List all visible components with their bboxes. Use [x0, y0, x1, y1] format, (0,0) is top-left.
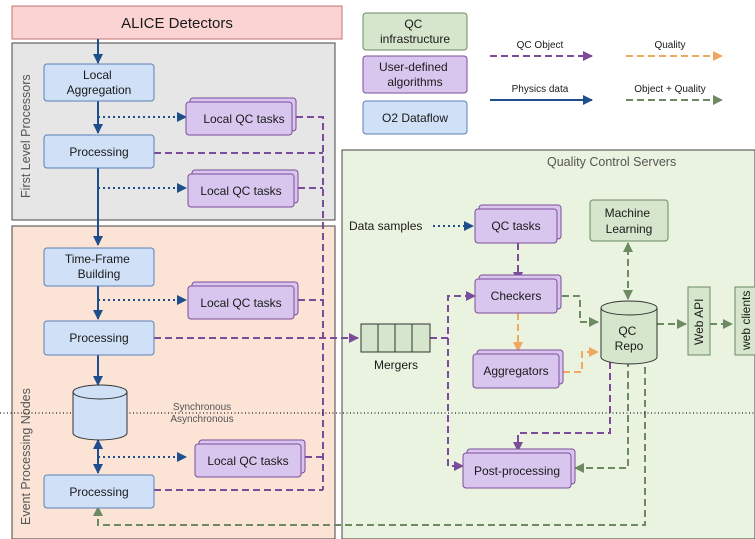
machine-learning-line2: Learning — [606, 222, 653, 236]
mergers-block — [360, 323, 431, 353]
alice-detectors-box — [11, 5, 343, 40]
processing-label-2: Processing — [69, 331, 128, 345]
web-clients-label: web clients — [739, 291, 753, 351]
checkers-stack: Checkers — [474, 274, 562, 314]
mergers-label: Mergers — [374, 358, 418, 372]
legend-o2-dataflow-label: O2 Dataflow — [382, 111, 448, 125]
svg-text:Local Aggregation: Local Aggregation — [67, 68, 132, 97]
legend-object-quality-label: Object + Quality — [634, 84, 705, 95]
legend-user-algorithms-line2: algorithms — [387, 75, 442, 89]
epn-label: Event Processing Nodes — [19, 388, 33, 525]
local-aggregation-line1: Local — [83, 68, 112, 82]
aggregators-label: Aggregators — [483, 364, 548, 378]
legend-quality-label: Quality — [654, 40, 685, 51]
legend-physics-data-label: Physics data — [512, 84, 569, 95]
qc-repo-line2: Repo — [615, 339, 644, 353]
asynchronous-label: Asynchronous — [170, 414, 233, 425]
flow-mergers-to-checkers — [430, 291, 476, 339]
local-qc-tasks-3: Local QC tasks — [187, 281, 299, 320]
local-qc-tasks-1: Local QC tasks — [185, 97, 297, 136]
legend-qc-infrastructure-line2: infrastructure — [380, 32, 450, 46]
post-processing-label: Post-processing — [474, 464, 560, 478]
flow-mergers-to-postprocessing — [447, 338, 464, 471]
local-aggregation-box — [43, 63, 155, 102]
processing-box-1 — [43, 134, 155, 169]
qc-tasks-label: QC tasks — [491, 219, 540, 233]
svg-text:User-defined algorithms: User-defined algorithms — [379, 60, 451, 89]
svg-text:Time-Frame Building: Time-Frame Building — [65, 252, 133, 281]
web-clients-box — [734, 286, 755, 356]
machine-learning-box — [589, 199, 669, 242]
svg-text:Machine Learning: Machine Learning — [605, 206, 654, 236]
qc-object-flows — [154, 116, 611, 491]
qc-repo-cylinder-icon — [600, 300, 658, 365]
flow-postprocessing-to-repo — [574, 363, 629, 473]
local-aggregation-line2: Aggregation — [67, 83, 132, 97]
post-processing-stack: Post-processing — [462, 448, 576, 489]
time-frame-building-box — [43, 247, 155, 287]
web-api-label: Web API — [692, 299, 706, 345]
legend-qc-infrastructure-line1: QC — [404, 17, 422, 31]
svg-text:QC Repo: QC Repo — [615, 324, 644, 353]
processing-label-1: Processing — [69, 145, 128, 159]
storage-cylinder-icon — [72, 384, 128, 441]
legend-o2-dataflow-box — [362, 100, 468, 135]
web-api-box — [687, 286, 711, 356]
alice-detectors-label: ALICE Detectors — [121, 15, 233, 32]
synchronous-label: Synchronous — [173, 402, 231, 413]
qc-repo-line1: QC — [618, 324, 636, 338]
aggregators-stack: Aggregators — [472, 349, 564, 389]
local-qc-tasks-2: Local QC tasks — [187, 169, 299, 208]
qc-tasks-stack: QC tasks — [474, 204, 562, 244]
local-qc-tasks-label-4: Local QC tasks — [207, 454, 288, 468]
flp-label: First Level Processors — [19, 74, 33, 198]
processing-box-3 — [43, 474, 155, 509]
local-qc-tasks-4: Local QC tasks — [194, 439, 306, 478]
processing-label-3: Processing — [69, 485, 128, 499]
flow-repo-to-processing — [93, 345, 646, 526]
qcs-label: Quality Control Servers — [547, 155, 676, 169]
svg-text:QC infrastructure: QC infrastructure — [380, 17, 450, 46]
tfb-line2: Building — [78, 267, 121, 281]
legend-user-algorithms-line1: User-defined — [379, 60, 448, 74]
tfb-line1: Time-Frame — [65, 252, 130, 266]
flow-repo-to-postprocessing — [513, 362, 611, 452]
data-samples-label: Data samples — [349, 219, 422, 233]
legend-qc-object-label: QC Object — [517, 40, 564, 51]
local-qc-tasks-label-2: Local QC tasks — [200, 184, 281, 198]
flow-aggregators-to-repo — [563, 347, 599, 373]
legend-user-algorithms-box — [362, 55, 468, 94]
machine-learning-line1: Machine — [605, 206, 651, 220]
legend-qc-infrastructure-box — [362, 12, 468, 51]
local-qc-tasks-label-3: Local QC tasks — [200, 296, 281, 310]
flow-local-qc-1 — [296, 116, 324, 490]
local-qc-tasks-label-1: Local QC tasks — [203, 112, 284, 126]
processing-box-2 — [43, 320, 155, 356]
checkers-label: Checkers — [491, 289, 542, 303]
